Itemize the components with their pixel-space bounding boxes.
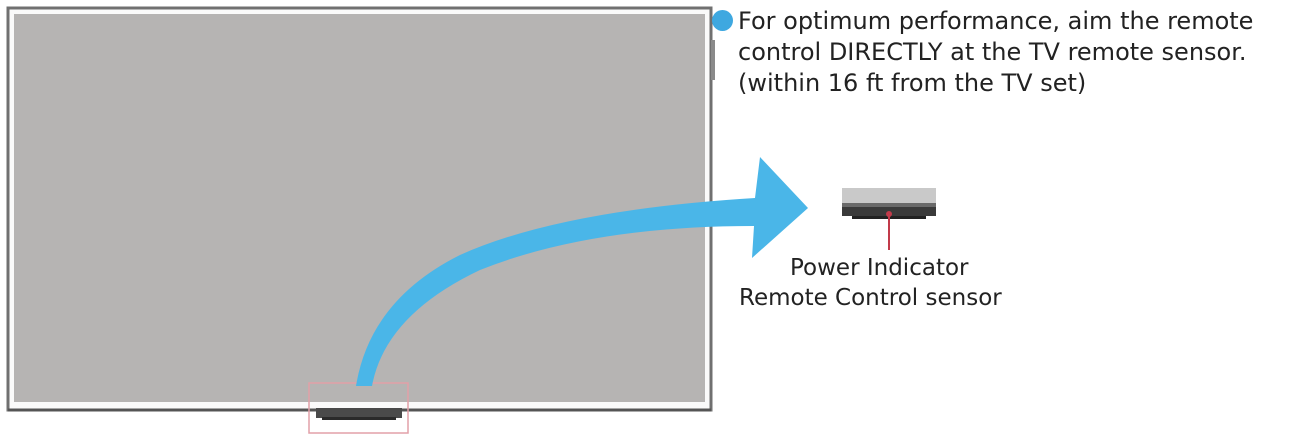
blue-dot-bullet-icon bbox=[712, 10, 733, 31]
sensor-detail-illustration bbox=[842, 188, 936, 250]
tv-screen bbox=[14, 14, 705, 402]
note-line-3: (within 16 ft from the TV set) bbox=[738, 69, 1087, 97]
tv-side-button bbox=[711, 40, 715, 80]
tv-illustration bbox=[6, 6, 715, 434]
tv-sensor-housing-base bbox=[322, 417, 396, 420]
note-line-1: For optimum performance, aim the remote bbox=[738, 7, 1254, 35]
power-indicator-label: Power Indicator bbox=[790, 255, 969, 281]
sensor-detail-panel bbox=[842, 188, 936, 204]
remote-sensor-label: Remote Control sensor bbox=[739, 285, 1002, 311]
sensor-detail-frame bbox=[842, 203, 936, 207]
curved-arrow-icon bbox=[356, 157, 808, 386]
tv-sensor-housing bbox=[316, 408, 402, 418]
note-line-2: control DIRECTLY at the TV remote sensor… bbox=[738, 38, 1247, 66]
indicator-pointer-dot bbox=[886, 211, 892, 217]
